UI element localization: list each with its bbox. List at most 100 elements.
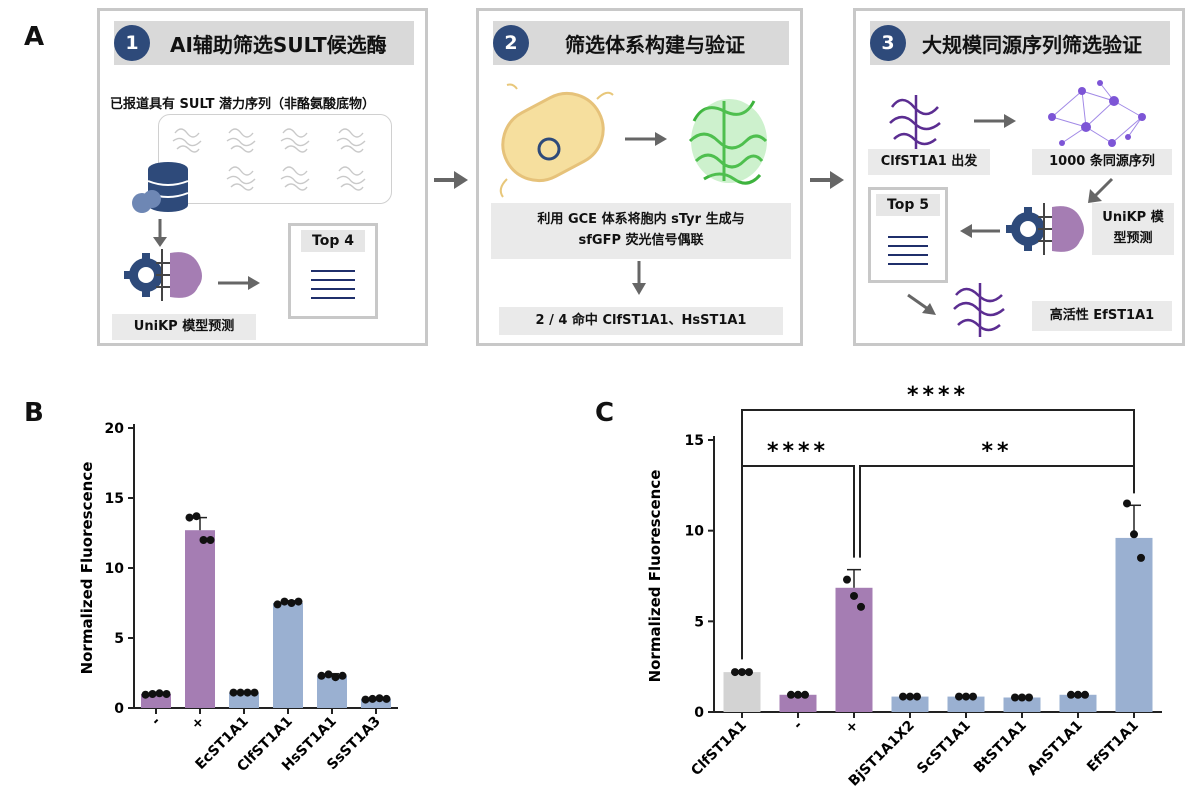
gce-description: 利用 GCE 体系将胞内 sTyr 生成与 sfGFP 荧光信号偶联 [491,203,791,259]
x-tick-label: BtST1A1 [971,718,1030,777]
arrow-left-icon [960,224,1000,238]
data-point [1067,690,1075,699]
data-point [801,690,809,699]
bar [141,694,171,708]
data-point [273,600,282,609]
clfst1a1-protein-icon [889,95,941,151]
arrow-right-icon [810,171,844,189]
x-tick-label: - [790,717,806,733]
panel-label-c: C [595,398,615,428]
data-point [787,690,795,699]
ai-model-icon [1006,203,1084,255]
y-tick-label: 10 [105,561,125,577]
y-tick-label: 0 [114,701,124,717]
data-point [250,688,259,697]
data-point [338,671,347,680]
bar [361,698,391,708]
data-point [1074,690,1082,699]
arrow-down-left-icon [1088,177,1114,203]
arrow-right-icon [434,171,468,189]
gce-line-1: 利用 GCE 体系将胞内 sTyr 生成与 [537,212,745,228]
data-point [955,692,963,701]
bar [1115,537,1153,712]
data-point [287,599,296,607]
efst1a1-protein-icon [953,283,1005,337]
data-point [745,668,753,677]
gfp-protein-icon [688,99,768,185]
data-point [324,670,333,679]
data-point [368,694,377,703]
data-point [857,602,865,611]
y-tick-label: 0 [694,705,704,721]
data-point [294,597,303,606]
bar [1003,697,1041,712]
y-tick-label: 15 [685,433,704,449]
data-point [280,597,289,606]
bar [947,696,985,712]
significance-bracket [859,465,1135,558]
ai-model-icon [124,249,202,301]
arrow-down-icon [153,219,167,247]
document-lines-icon [888,236,928,272]
x-tick-label: AnST1A1 [1024,718,1085,779]
significance-label: **** [767,439,829,464]
step1-header: AI辅助筛选SULT候选酶 [114,21,414,65]
data-point [906,692,914,701]
top5-document: Top 5 [868,187,948,283]
step1-model-label: UniKP 模型预测 [112,314,256,340]
bar [317,675,347,708]
step2-title: 筛选体系构建与验证 [565,32,745,57]
data-point [317,671,326,680]
step1-number: 1 [114,25,150,61]
data-point [236,688,245,697]
start-label: ClfST1A1 出发 [868,149,990,175]
arrow-right-icon [625,132,667,146]
bar [779,694,817,712]
data-point [375,694,384,703]
database-icon [132,162,189,213]
data-point [185,513,194,522]
network-icon [1048,80,1146,147]
step3-box: 大规模同源序列筛选验证 3 ClfST1A1 出发 1000 条同源序列 [853,8,1185,346]
data-point [206,536,215,544]
step2-number: 2 [493,25,529,61]
data-point [1137,553,1145,562]
data-point [148,690,157,698]
step1-box: AI辅助筛选SULT候选酶 1 已报道具有 SULT 潜力序列（非酪氨酸底物） [97,8,428,346]
data-point [850,591,858,600]
arrow-down-right-icon [907,293,936,315]
chart-b: Normalized Fluorescence05101520-+EcST1A1… [78,421,398,775]
data-point [843,575,851,584]
step1-reported-text: 已报道具有 SULT 潜力序列（非酪氨酸底物） [110,97,375,112]
data-point [141,690,150,699]
step2-box: 筛选体系构建与验证 2 利用 GCE 体系将胞内 sTyr 生成与 sfGFP … [476,8,803,346]
top4-label: Top 4 [301,230,365,252]
x-tick-label: ScST1A1 [914,718,974,778]
x-tick-label: EfST1A1 [1084,718,1142,776]
data-point [162,690,171,698]
data-point [731,668,739,677]
step3-header: 大规模同源序列筛选验证 [870,21,1170,65]
panel-label-a: A [24,22,45,52]
bar [723,672,761,712]
step3-title: 大规模同源序列筛选验证 [922,32,1142,57]
hits-label: 2 / 4 命中 ClfST1A1、HsST1A1 [499,307,783,335]
chart-c: Normalized Fluorescence051015ClfST1A1-+B… [646,383,1162,790]
arrow-right-icon [218,276,260,290]
arrow-down-icon [632,261,646,295]
gce-line-2: sfGFP 荧光信号偶联 [578,233,704,248]
y-axis-label: Normalized Fluorescence [646,470,664,683]
step2-header: 筛选体系构建与验证 [493,21,789,65]
data-point [382,694,391,703]
significance-bracket [741,465,855,660]
step3-model-line-1: UniKP 模 [1102,210,1164,226]
top5-label: Top 5 [876,194,940,216]
data-point [1025,693,1033,702]
x-tick-label: + [842,718,862,738]
panel-label-b: B [24,398,44,428]
data-point [199,536,208,544]
data-point [243,688,252,697]
data-point [155,689,164,698]
significance-label: **** [907,383,969,408]
significance-label: ** [981,439,1012,464]
